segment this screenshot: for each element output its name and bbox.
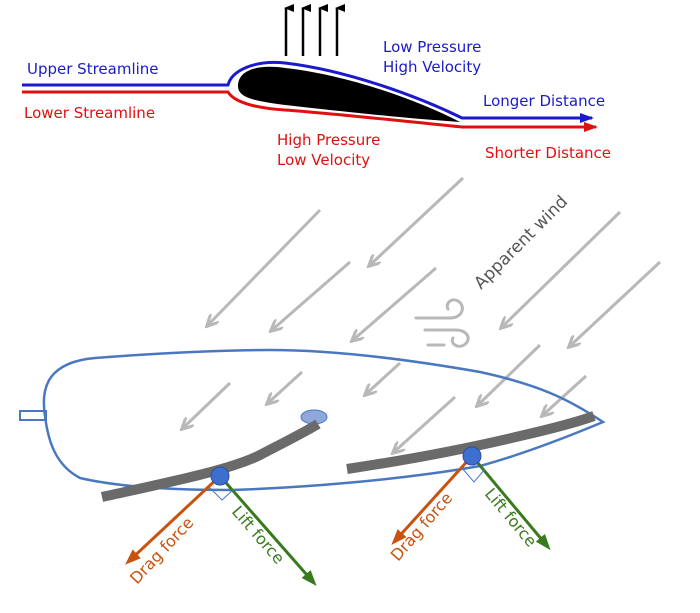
airfoil-shape <box>238 66 460 122</box>
wind-swirl-icon <box>414 298 470 348</box>
wind-arrow <box>370 176 465 265</box>
wind-arrow <box>543 374 588 415</box>
high-velocity-label: High Velocity <box>383 58 481 76</box>
drag-force-label-1: Drag force <box>126 513 197 588</box>
lift-force-label-1: Lift force <box>228 502 288 568</box>
front-mast-pivot <box>210 466 230 486</box>
wind-arrow <box>353 266 437 340</box>
apparent-wind-label: Apparent wind <box>470 192 572 294</box>
wind-arrow <box>183 381 232 428</box>
lift-arrows <box>284 4 345 56</box>
wind-arrow <box>272 260 351 330</box>
rear-sail <box>346 411 596 474</box>
lower-streamline <box>22 90 598 132</box>
right-angle-marker-1 <box>208 486 235 501</box>
wind-arrow <box>208 208 322 325</box>
wind-arrow <box>570 260 662 346</box>
right-angle-marker-2 <box>461 467 486 483</box>
upper-streamline-label: Upper Streamline <box>27 60 159 78</box>
wind-arrow <box>502 210 622 327</box>
wind-arrow <box>394 395 457 452</box>
upper-streamline <box>22 60 594 123</box>
drag-force-arrow-2 <box>391 454 474 545</box>
low-velocity-label: Low Velocity <box>277 151 370 169</box>
bowsprit <box>19 410 47 421</box>
drag-force-label-2: Drag force <box>387 489 457 565</box>
rear-mast-pivot <box>462 446 482 466</box>
lower-streamline-label: Lower Streamline <box>24 104 155 122</box>
lift-force-arrow-1 <box>218 475 317 587</box>
lift-force-label-2: Lift force <box>481 484 541 550</box>
shorter-distance-label: Shorter Distance <box>485 144 611 162</box>
boat-hull <box>19 348 606 492</box>
wind-arrow <box>268 370 304 403</box>
drag-force-arrow-1 <box>125 474 222 565</box>
lift-force-arrow-2 <box>470 455 551 551</box>
longer-distance-label: Longer Distance <box>483 92 605 110</box>
wind-arrows <box>183 176 662 452</box>
low-pressure-label: Low Pressure <box>383 38 481 56</box>
wind-arrow <box>478 343 542 405</box>
high-pressure-label: High Pressure <box>277 131 380 149</box>
wind-arrow <box>366 361 402 394</box>
front-sail <box>100 419 321 502</box>
